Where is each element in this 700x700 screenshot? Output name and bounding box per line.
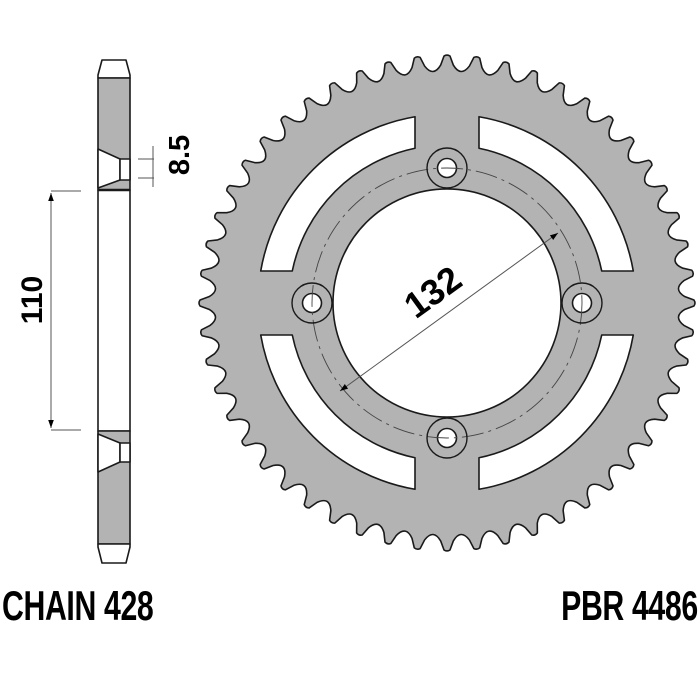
sprocket-side-view <box>97 59 131 564</box>
side-tooth-top <box>97 59 131 79</box>
thickness-label: 8.5 <box>164 135 196 175</box>
bolt-hole-ring <box>561 282 603 324</box>
side-hub-bore <box>97 189 131 432</box>
bolt-rings <box>291 147 603 459</box>
chain-size-label: CHAIN 428 <box>2 582 154 629</box>
sprocket-front-view: 132 <box>198 54 696 552</box>
part-number-label: PBR 4486 <box>561 582 698 629</box>
side-bolt-bore-upper <box>119 158 131 181</box>
center-bore-label: 132 <box>396 258 469 326</box>
side-bolt-bore-lower <box>119 442 131 463</box>
bolt-hole-ring <box>426 417 468 459</box>
thickness-dimension <box>138 146 154 187</box>
bolt-spacing-dimension <box>48 190 81 431</box>
side-tooth-bottom <box>97 543 131 564</box>
bolt-circle-centerline <box>311 167 583 439</box>
bolt-hole-ring <box>291 282 333 324</box>
center-bore-dimension-line <box>339 232 559 392</box>
bolt-spacing-label: 110 <box>16 276 49 324</box>
bolt-hole-ring <box>426 147 468 189</box>
